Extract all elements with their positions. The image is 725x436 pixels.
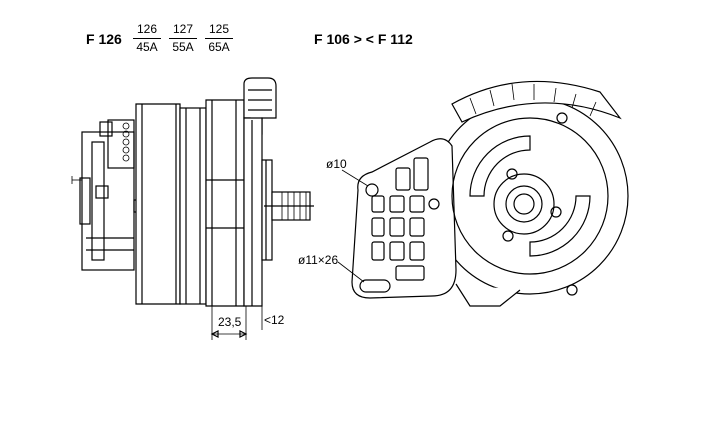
alternator-front-view: [337, 80, 629, 307]
variant-code: 125: [205, 22, 233, 39]
model-range-label: F 106 > < F 112: [314, 31, 413, 47]
bracket-grid: [371, 157, 429, 281]
variant-current: 55A: [172, 40, 194, 54]
variant-126: 126 45A: [133, 22, 161, 55]
variant-127: 127 55A: [169, 22, 197, 55]
model-label: F 126: [86, 31, 122, 47]
variant-code: 126: [133, 22, 161, 39]
variant-current: 45A: [136, 40, 158, 54]
width-dimension-label: 23,5: [218, 315, 242, 329]
variant-125: 125 65A: [205, 22, 233, 55]
brush-spring: [107, 119, 135, 169]
hole-diameter-label: ø10: [326, 157, 347, 171]
variant-code: 127: [169, 22, 197, 39]
offset-dimension-label: <12: [264, 313, 285, 327]
alternator-side-view: [71, 77, 314, 340]
variant-current: 65A: [208, 40, 230, 54]
slot-size-label: ø11×26: [298, 253, 339, 267]
